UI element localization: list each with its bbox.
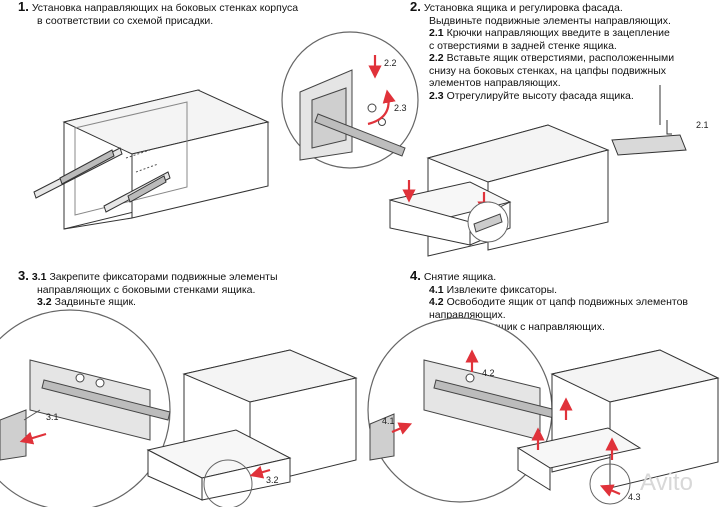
step3-item1-line2: направляющих с боковыми стенками ящика. <box>37 283 256 296</box>
label-4-1: 4.1 <box>382 416 395 426</box>
panel1-cabinet <box>62 89 270 230</box>
step2-title: Установка ящика и регулировка фасада. <box>423 2 623 14</box>
step1-line-2: в соответствии со схемой присадки. <box>37 14 214 27</box>
panel3-zoom-circle <box>0 309 171 507</box>
step2-item2-line3: элементов направляющих. <box>429 77 561 89</box>
step2-item1-id: 2.1 <box>429 27 444 39</box>
label-2-2: 2.2 <box>384 58 397 68</box>
panel4-arrows <box>531 397 621 497</box>
step1-text: 1.Установка направляющих на боковых стен… <box>18 0 299 27</box>
panel2-drawer <box>388 181 512 246</box>
step4-item2-line2: направляющих. <box>429 308 506 321</box>
step2-intro: Выдвиньте подвижные элементы направляющи… <box>429 14 671 27</box>
step4-item1-line1: Извлеките фиксаторы. <box>446 283 558 296</box>
step2-number: 2. <box>410 0 421 14</box>
step4-item2-id: 4.2 <box>429 296 444 308</box>
step2-item2-id: 2.2 <box>429 52 444 64</box>
panel1-dash-marks <box>125 149 159 173</box>
avito-watermark: Avito <box>640 469 693 496</box>
step1-number: 1. <box>18 0 29 14</box>
panel3-drawer <box>146 429 292 507</box>
label-3-2: 3.2 <box>266 475 279 485</box>
step4-item2-line1: Освободите ящик от цапф подвижных элемен… <box>446 296 688 308</box>
step2-item1-line1: Крючки направляющих введите в зацепление <box>446 27 670 39</box>
panel1-guide-right <box>103 171 171 213</box>
label-2-3: 2.3 <box>394 103 407 113</box>
panel2-inset-circle <box>467 201 509 243</box>
step2-text: 2.Установка ящика и регулировка фасада. … <box>410 0 675 102</box>
panel3-push-arrow <box>249 465 271 479</box>
step4-number: 4. <box>410 268 421 283</box>
step3-item1-line1: Закрепите фиксаторами подвижные элементы <box>49 271 278 283</box>
step1-line-1: Установка направляющих на боковых стенка… <box>31 2 299 14</box>
panel2-detail-21 <box>611 85 687 156</box>
label-4-2: 4.2 <box>482 368 495 378</box>
step2-item2-line2: снизу на боковых стенках, на цапфы подви… <box>429 64 667 77</box>
step3-item2-id: 3.2 <box>37 296 52 308</box>
panel4-cabinet <box>550 349 720 489</box>
step2-item2-line1: Вставьте ящик отверстиями, расположенным… <box>446 52 675 64</box>
step3-item1-id: 3.1 <box>31 271 47 283</box>
step2-item3-id: 2.3 <box>429 89 444 102</box>
step3-item2-line1: Задвиньте ящик. <box>54 296 136 308</box>
step2-item3-line1: Отрегулируйте высоту фасада ящика. <box>446 89 634 102</box>
step4-item1-id: 4.1 <box>429 283 444 296</box>
step2-item1-line2: с отверстиями в задней стенке ящика. <box>429 39 617 52</box>
panel2-zoom-circle <box>281 31 419 169</box>
label-4-3: 4.3 <box>628 492 641 502</box>
panel4-zoom-circle <box>367 317 557 503</box>
label-2-1: 2.1 <box>696 120 709 130</box>
label-3-1: 3.1 <box>46 412 59 422</box>
step4-title: Снятие ящика. <box>423 271 497 283</box>
panel1-guide-left <box>33 147 123 199</box>
step3-number: 3. <box>18 268 29 283</box>
